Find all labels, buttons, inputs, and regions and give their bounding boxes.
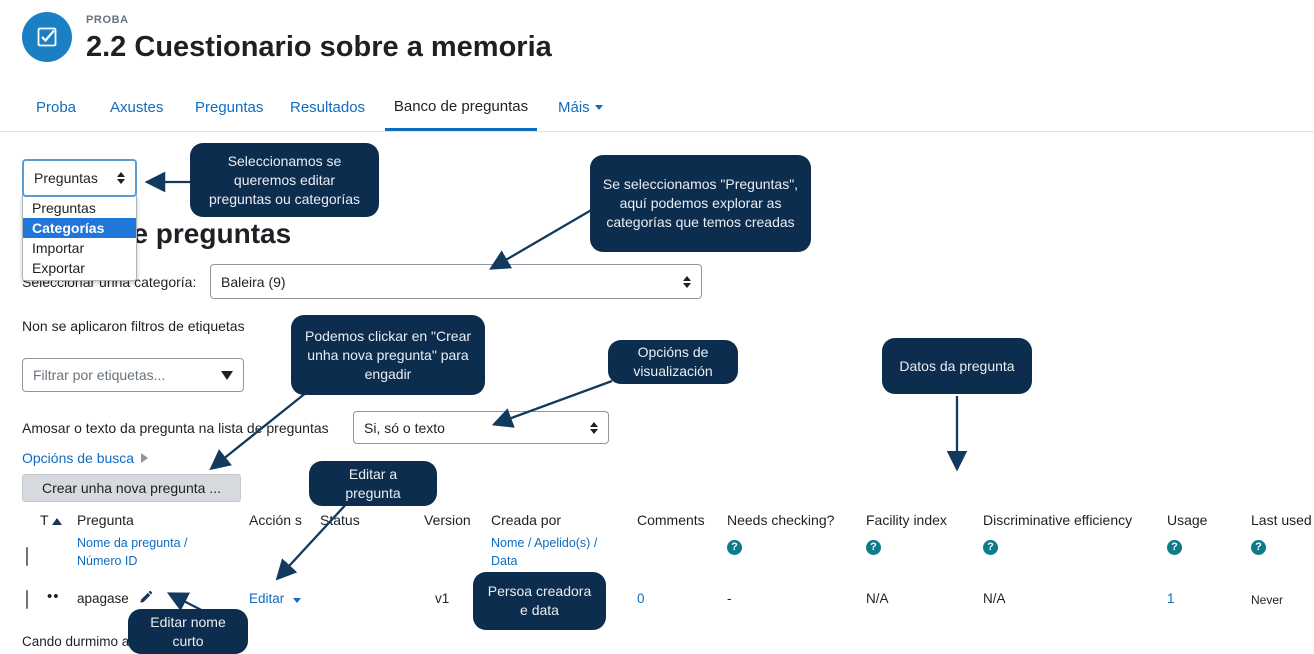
chevron-down-icon [293,598,302,603]
col-header-version[interactable]: Version [424,512,471,528]
col-header-status[interactable]: Status [320,512,360,528]
search-options-link[interactable]: Opcións de busca [22,450,149,466]
facility-index-help-icon[interactable]: ? [866,537,881,555]
col-header-discriminative-efficiency[interactable]: Discriminative efficiency [983,512,1133,528]
tab-mais-label: Máis [558,99,590,116]
col-header-accions[interactable]: Acción s [249,512,302,528]
row-drag-handle-icon[interactable]: •• [47,588,60,605]
chevron-down-icon [221,370,233,380]
col-header-comments[interactable]: Comments [637,512,705,528]
no-tag-filters-text: Non se aplicaron filtros de etiquetas [22,318,245,334]
tab-preguntas[interactable]: Preguntas [195,99,264,116]
last-used-help-icon[interactable]: ? [1251,537,1266,555]
search-options-label: Opcións de busca [22,450,135,466]
col-header-pregunta[interactable]: Pregunta [77,512,134,528]
pencil-icon[interactable] [138,590,153,610]
col-header-last-used[interactable]: Last used [1251,512,1312,528]
row-facility-index: N/A [866,591,889,606]
row-usage[interactable]: 1 [1167,591,1175,606]
nav-tabs: Proba Axustes Preguntas Resultados Banco… [0,84,1314,132]
callout-creator-and-date: Persoa creadora e data [473,572,606,630]
row-question-name[interactable]: apagase [77,591,129,606]
sort-ascending-icon [51,517,62,525]
mode-option-importar[interactable]: Importar [32,240,85,256]
chevron-down-icon [594,105,603,110]
updown-arrows-icon [582,421,598,434]
mode-select-value: Preguntas [34,170,98,186]
mode-option-categorias[interactable]: Categorías [23,218,136,238]
tab-proba[interactable]: Proba [36,99,77,116]
row-needs-checking: - [727,591,732,606]
tab-axustes[interactable]: Axustes [110,99,164,116]
sort-column-header[interactable]: T [40,512,62,528]
row-last-used: Never [1251,593,1284,607]
col-header-needs-checking[interactable]: Needs checking? [727,512,835,528]
create-new-question-button[interactable]: Crear unha nova pregunta ... [22,474,241,502]
row-version: v1 [435,591,450,606]
tag-filter-input[interactable]: Filtrar por etiquetas... [22,358,244,392]
sort-letter: T [40,512,49,528]
col-header-facility-index[interactable]: Facility index [866,512,947,528]
header-text: PROBA 2.2 Cuestionario sobre a memoria [86,12,552,65]
chevron-right-icon [141,453,149,463]
row-question-text: Cando durmimo ase [22,634,144,649]
callout-mode-select: Seleccionamos se queremos editar pregunt… [190,143,379,217]
category-select[interactable]: Baleira (9) [210,264,702,299]
show-question-text-select[interactable]: Si, só o texto [353,411,609,444]
callout-edit-question: Editar a pregunta [309,461,437,506]
course-eyebrow: PROBA [86,14,129,26]
callout-create-question: Podemos clickar en "Crear unha nova preg… [291,315,485,395]
callout-edit-short-name: Editar nome curto [128,609,248,654]
callout-display-options: Opcións de visualización [608,340,738,384]
tab-resultados[interactable]: Resultados [290,99,366,116]
updown-arrows-icon [109,172,125,184]
usage-help-icon[interactable]: ? [1167,537,1182,555]
updown-arrows-icon [675,275,691,288]
needs-checking-help-icon[interactable]: ? [727,537,742,555]
quiz-checkbox-icon [22,12,72,62]
mode-option-exportar[interactable]: Exportar [32,260,85,276]
callout-question-data: Datos da pregunta [882,338,1032,394]
mode-select-menu[interactable]: Preguntas Categorías Importar Exportar [22,195,137,281]
mode-select[interactable]: Preguntas [22,159,137,197]
discriminative-efficiency-help-icon[interactable]: ? [983,537,998,555]
mode-option-preguntas[interactable]: Preguntas [32,200,96,216]
tab-mais[interactable]: Máis [558,84,603,131]
show-question-text-label: Amosar o texto da pregunta na lista de p… [22,420,329,436]
show-question-text-value: Si, só o texto [364,419,445,436]
tab-banco-de-preguntas[interactable]: Banco de preguntas [385,84,537,131]
select-all-checkbox[interactable] [26,547,28,566]
tag-filter-placeholder: Filtrar por etiquetas... [33,367,166,383]
callout-explore-categories: Se seleccionamos "Preguntas", aquí podem… [590,155,811,252]
col-header-usage[interactable]: Usage [1167,512,1208,528]
row-discriminative-efficiency: N/A [983,591,1006,606]
col-sub-creada-por[interactable]: Nome / Apelido(s) / Data [491,536,598,568]
col-header-creada-por[interactable]: Creada por [491,512,562,528]
row-select-checkbox[interactable] [26,590,28,609]
page-title: 2.2 Cuestionario sobre a memoria [86,31,552,63]
category-select-value: Baleira (9) [221,273,286,290]
col-sub-pregunta[interactable]: Nome da pregunta / Número ID [77,536,188,568]
row-comments[interactable]: 0 [637,591,645,606]
page-header: PROBA 2.2 Cuestionario sobre a memoria [22,12,552,65]
row-edit-action[interactable]: Editar [249,591,302,606]
